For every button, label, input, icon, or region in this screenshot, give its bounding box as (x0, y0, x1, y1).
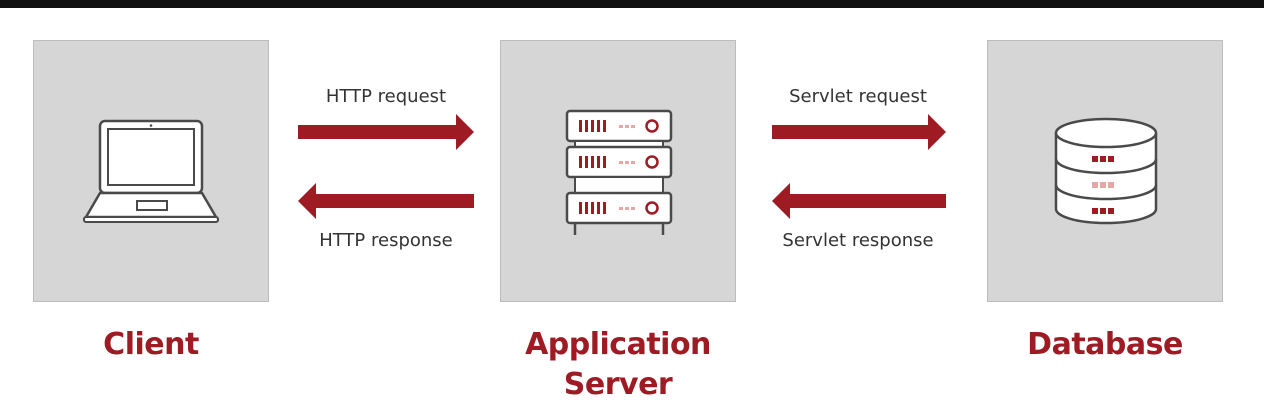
application-server-caption-line2: Server (563, 367, 673, 402)
http-request-arrow (298, 114, 474, 150)
servlet-request-arrow (772, 114, 946, 150)
client-caption: Client (103, 327, 199, 362)
application-server-node (500, 40, 736, 302)
http-request-label: HTTP request (325, 86, 447, 107)
servlet-request-label: Servlet request (789, 86, 927, 107)
laptop-icon (83, 119, 219, 223)
http-response-arrow (298, 183, 474, 219)
top-border-bar (0, 0, 1264, 8)
application-server-caption-line1: Application (525, 327, 711, 362)
http-response-label: HTTP response (319, 230, 453, 251)
server-rack-icon (565, 109, 673, 235)
client-node (33, 40, 269, 302)
servlet-response-label: Servlet response (782, 230, 934, 251)
servlet-response-arrow (772, 183, 946, 219)
database-node (987, 40, 1223, 302)
database-caption: Database (1027, 327, 1183, 362)
database-icon (1054, 117, 1158, 225)
application-server-caption: Application Server (480, 325, 756, 405)
